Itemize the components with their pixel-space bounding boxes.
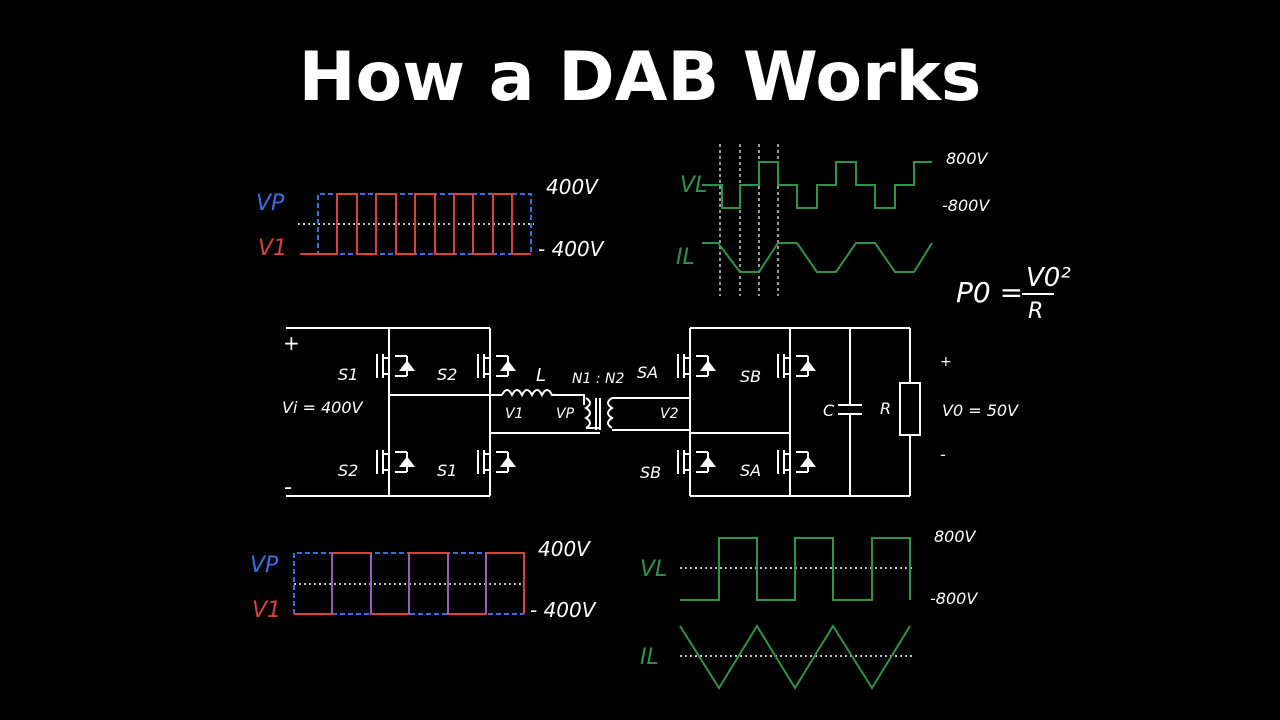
switch-sb-top bbox=[777, 354, 816, 378]
il-label-top: IL bbox=[676, 245, 695, 270]
resistor-label: R bbox=[880, 399, 891, 418]
top-left-waveform: VP V1 400V - 400V bbox=[256, 175, 605, 261]
il-triangle-wave-bottom bbox=[679, 624, 911, 690]
vp-label-top: VP bbox=[256, 191, 285, 216]
switch-label-sb-top: SB bbox=[740, 367, 761, 386]
equation-numerator: V0² bbox=[1026, 263, 1071, 293]
switch-s1-top bbox=[376, 354, 415, 378]
switch-s2-top bbox=[477, 354, 516, 378]
bottom-right-waveform: VL IL 800V -800V bbox=[640, 527, 978, 690]
low-voltage-label-top: - 400V bbox=[538, 237, 605, 261]
switch-label-sa-bottom: SA bbox=[740, 461, 761, 480]
page-title: How a DAB Works bbox=[299, 38, 982, 117]
low-voltage-label-top-right: -800V bbox=[942, 196, 990, 215]
input-plus-label: + bbox=[283, 331, 300, 355]
high-voltage-label-top-right: 800V bbox=[946, 149, 989, 168]
vl-stepped-wave-top bbox=[702, 161, 932, 209]
vl-square-wave-bottom bbox=[680, 537, 911, 601]
equation-denominator: R bbox=[1028, 299, 1043, 324]
low-voltage-label-bottom: - 400V bbox=[530, 598, 597, 622]
power-equation: P0 = V0² R bbox=[956, 263, 1071, 324]
vp-circuit-label: VP bbox=[556, 406, 575, 422]
switch-label-s2-bottom: S2 bbox=[338, 461, 358, 480]
v1-circuit-label: V1 bbox=[505, 406, 523, 422]
switch-label-sb-bottom: SB bbox=[640, 463, 661, 482]
output-minus-label: - bbox=[940, 445, 946, 464]
v2-circuit-label: V2 bbox=[660, 406, 679, 422]
load-resistor bbox=[899, 382, 921, 436]
switch-s1-bottom bbox=[477, 450, 516, 474]
capacitor-label: C bbox=[823, 401, 835, 420]
il-label-bottom: IL bbox=[640, 645, 659, 670]
v1-label-bottom: V1 bbox=[252, 598, 281, 623]
output-plus-label: + bbox=[940, 354, 952, 370]
v1-square-wave-top bbox=[300, 193, 531, 255]
dab-circuit bbox=[286, 327, 921, 497]
il-triangle-wave-top bbox=[702, 242, 933, 273]
switch-label-s2-top: S2 bbox=[437, 365, 457, 384]
switch-label-sa-top: SA bbox=[637, 363, 658, 382]
output-voltage-label: V0 = 50V bbox=[942, 401, 1019, 420]
bottom-left-waveform: VP V1 400V - 400V bbox=[250, 537, 597, 623]
v1-label-top: V1 bbox=[258, 236, 287, 261]
vl-label-top: VL bbox=[680, 173, 707, 198]
circuit-labels: + - Vi = 400V S1 S2 S2 S1 SA SB SB SA L … bbox=[282, 331, 1019, 500]
switch-s2-bottom bbox=[376, 450, 415, 474]
input-minus-label: - bbox=[284, 475, 292, 500]
inductor-coil bbox=[501, 389, 585, 405]
high-voltage-label-bottom: 400V bbox=[538, 537, 591, 561]
equation-lhs: P0 = bbox=[956, 276, 1023, 309]
switch-sb-bottom bbox=[677, 450, 716, 474]
inductor-label: L bbox=[536, 365, 546, 386]
high-voltage-label-bottom-right: 800V bbox=[934, 527, 977, 546]
input-voltage-label: Vi = 400V bbox=[282, 398, 364, 417]
switch-sa-top bbox=[677, 354, 716, 378]
low-voltage-label-bottom-right: -800V bbox=[930, 589, 978, 608]
vl-label-bottom: VL bbox=[640, 557, 667, 582]
top-right-waveform: VL IL 800V -800V bbox=[676, 144, 990, 296]
transformer-secondary-coil bbox=[607, 397, 614, 429]
high-voltage-label-top: 400V bbox=[546, 175, 599, 199]
vp-label-bottom: VP bbox=[250, 553, 279, 578]
turns-ratio-label: N1 : N2 bbox=[572, 371, 624, 387]
switch-label-s1-top: S1 bbox=[338, 365, 358, 384]
transformer-primary-coil bbox=[584, 397, 591, 429]
switch-label-s1-bottom: S1 bbox=[437, 461, 457, 480]
switch-sa-bottom bbox=[777, 450, 816, 474]
